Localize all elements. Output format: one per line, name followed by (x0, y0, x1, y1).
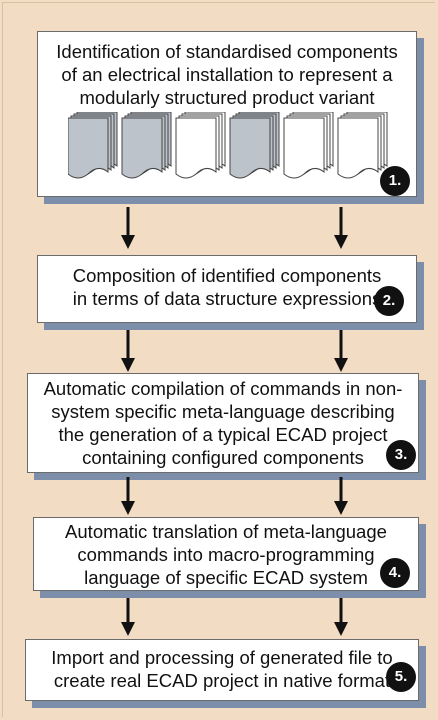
document-icon (337, 117, 379, 179)
document-icon (229, 117, 271, 179)
step-5-box: Import and processing of generated file … (25, 639, 419, 701)
step-4-badge: 4. (380, 558, 410, 588)
document-icon (68, 117, 109, 179)
document-icon (175, 117, 217, 179)
arrow-2-3-right (334, 330, 348, 372)
step-5-text: Import and processing of generated file … (51, 647, 393, 691)
step-1-box: Identification of standardised component… (37, 31, 417, 197)
step-1-badge: 1. (380, 166, 410, 196)
arrow-1-2-left (121, 207, 135, 249)
step-2-box: Composition of identified components in … (37, 255, 417, 323)
step-4-box: Automatic translation of meta-language c… (33, 517, 419, 591)
step-2-badge: 2. (374, 286, 404, 316)
arrow-3-4-left (121, 477, 135, 515)
step-3-badge: 3. (386, 440, 416, 470)
arrow-4-5-right (334, 598, 348, 636)
step-3-box: Automatic compilation of commands in non… (27, 373, 419, 473)
step-4-text: Automatic translation of meta-language c… (65, 521, 387, 588)
arrow-3-4-right (334, 477, 348, 515)
step-1-text: Identification of standardised component… (56, 41, 398, 108)
document-icon (283, 117, 325, 179)
arrow-1-2-right (334, 207, 348, 249)
arrow-2-3-left (121, 330, 135, 372)
step-3-text: Automatic compilation of commands in non… (43, 378, 403, 468)
component-documents-illustration (68, 112, 388, 179)
step-2-text: Composition of identified components in … (72, 265, 382, 309)
step-5-badge: 5. (386, 662, 416, 692)
arrow-4-5-left (121, 598, 135, 636)
document-icon (121, 117, 163, 179)
